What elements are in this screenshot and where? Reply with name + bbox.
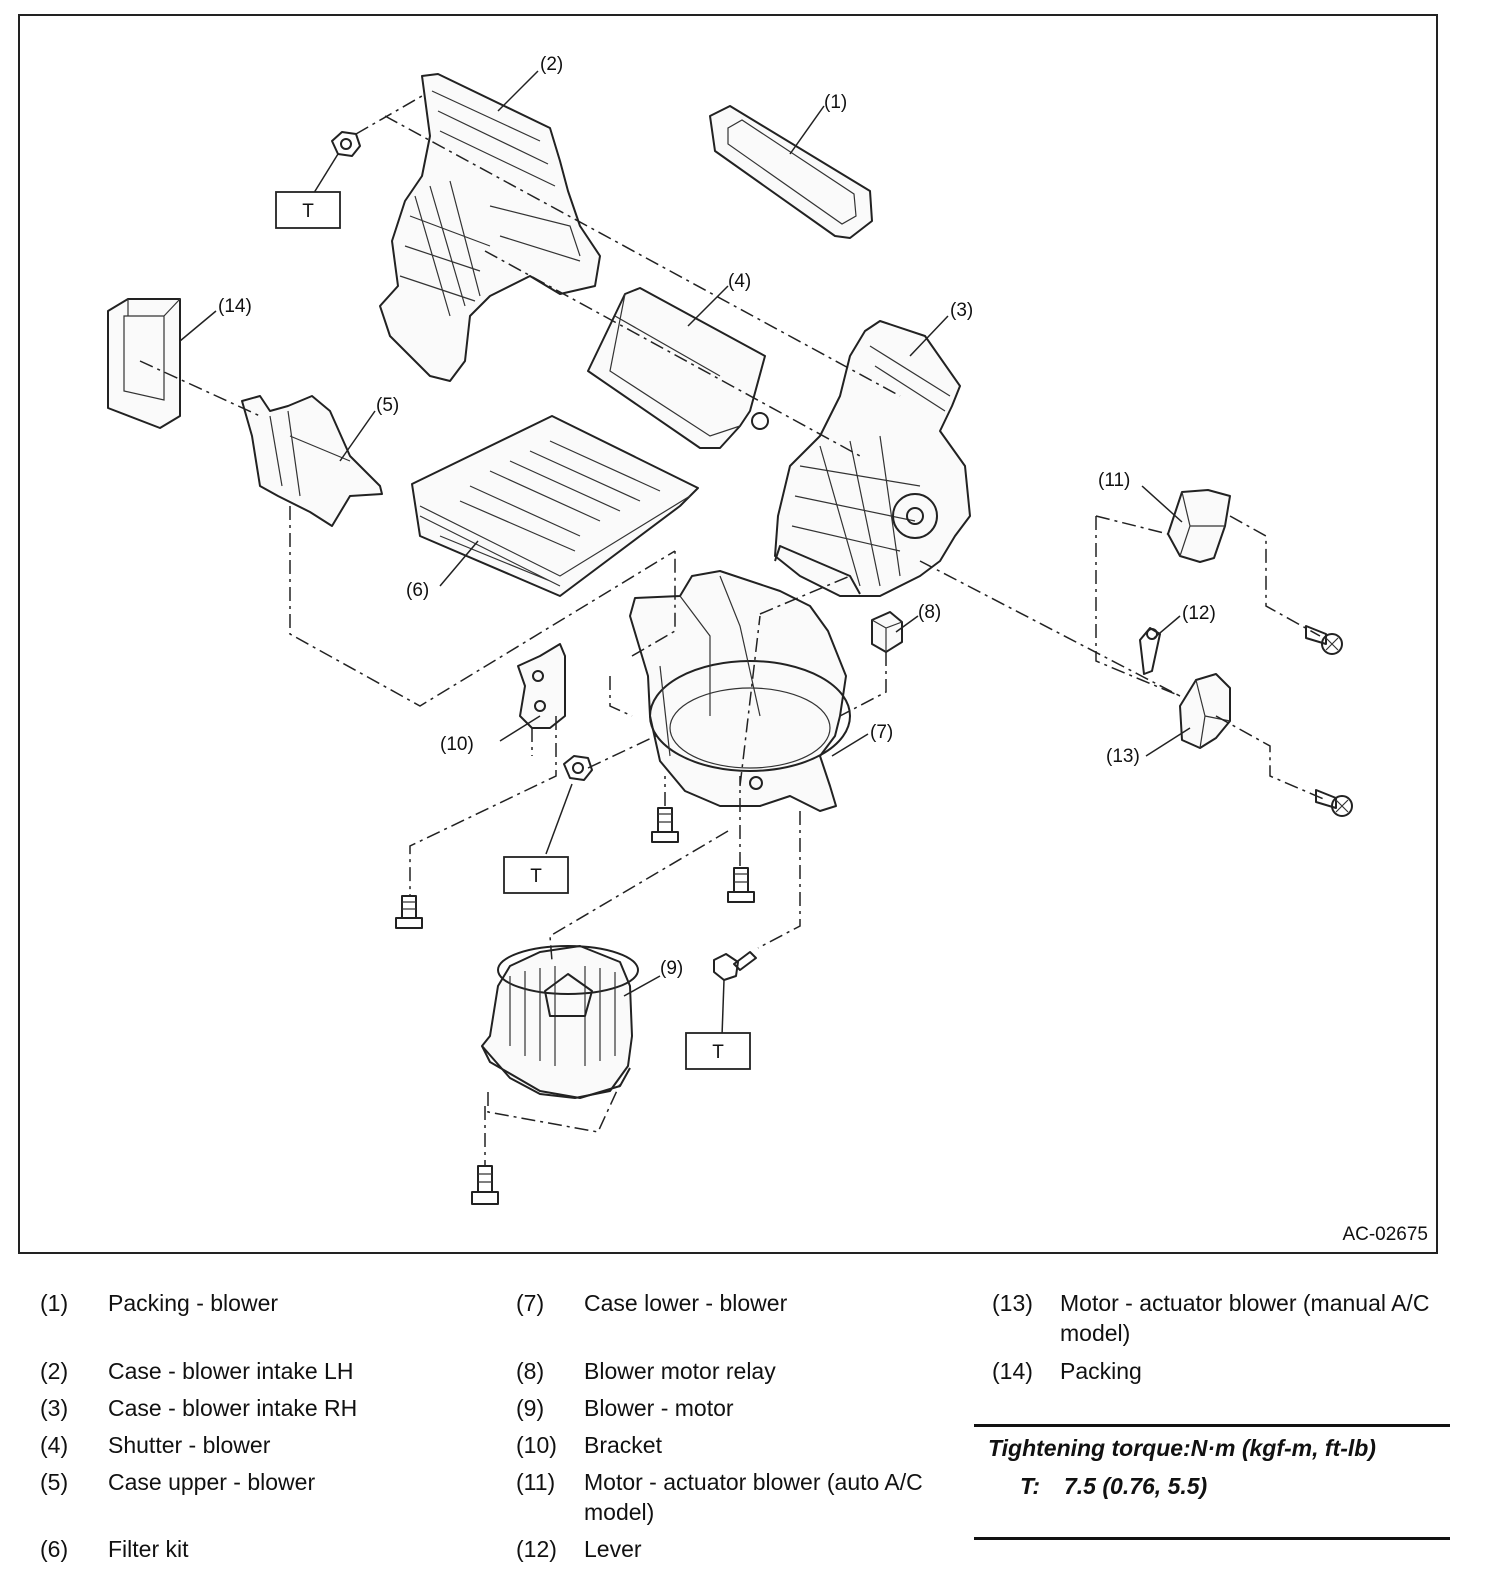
fastener-bolt-bottom (471, 1165, 499, 1205)
fastener-bolt-center-right (727, 867, 755, 903)
part-filter-kit (411, 415, 699, 597)
leader-lines (179, 70, 1191, 1037)
fastener-screw-right-lower (1315, 789, 1353, 817)
diagram-drawing: T T T (1) (2) (3) (4) (5) (6) (7) (8) (9… (107, 54, 1353, 1205)
torque-spec-value: T: 7.5 (0.76, 5.5) (1020, 1473, 1207, 1500)
part-case-intake-rh (774, 320, 971, 597)
callout-2: (2) (540, 54, 563, 75)
callout-11: (11) (1098, 470, 1130, 491)
callout-10: (10) (440, 734, 474, 755)
part-actuator-auto (1167, 489, 1231, 563)
assembly-lines (139, 95, 1327, 1166)
fastener-bolt-motor (713, 951, 757, 981)
torque-spec-title: Tightening torque:N·m (kgf-m, ft-lb) (988, 1435, 1376, 1461)
callout-6: (6) (406, 580, 429, 601)
torque-spec-box: Tightening torque:N·m (kgf-m, ft-lb) T: 7… (974, 1424, 1450, 1540)
torque-mark: T (712, 1042, 724, 1063)
part-actuator-manual (1179, 673, 1231, 749)
torque-value: 7.5 (0.76, 5.5) (1064, 1473, 1208, 1499)
torque-mark: T (530, 866, 542, 887)
fastener-bolt-left (395, 895, 423, 929)
fastener-nut-top (331, 131, 361, 157)
fastener-bolt-center (651, 807, 679, 843)
part-case-lower-blower (629, 570, 851, 812)
callout-9: (9) (660, 958, 683, 979)
callout-3: (3) (950, 300, 973, 321)
part-blower-motor (481, 945, 639, 1099)
part-shutter-blower (587, 287, 769, 449)
exploded-diagram: T T T (1) (2) (3) (4) (5) (6) (7) (8) (9… (18, 14, 1438, 1254)
torque-symbol: T: (1020, 1473, 1041, 1499)
part-blower-motor-relay (871, 611, 903, 653)
torque-mark: T (302, 201, 314, 222)
figure-id: AC-02675 (1342, 1224, 1428, 1245)
part-bracket (517, 643, 566, 729)
callout-4: (4) (728, 271, 751, 292)
fastener-nut-middle (563, 755, 593, 781)
fastener-screw-right-upper (1305, 625, 1343, 655)
parts-legend: (1)Packing - blower (2)Case - blower int… (40, 1288, 1460, 1568)
callout-5: (5) (376, 395, 399, 416)
part-case-intake-lh (379, 73, 601, 382)
callout-12: (12) (1182, 603, 1216, 624)
callout-13: (13) (1106, 746, 1140, 767)
callout-7: (7) (870, 722, 893, 743)
torque-mark-box-middle: T (503, 856, 569, 894)
part-case-upper-blower (241, 395, 383, 527)
callout-14: (14) (218, 296, 252, 317)
part-packing-blower (709, 105, 873, 239)
torque-mark-box-top: T (275, 191, 341, 229)
callout-1: (1) (824, 92, 847, 113)
torque-mark-box-bottom: T (685, 1032, 751, 1070)
part-lever (1139, 627, 1161, 675)
callout-8: (8) (918, 602, 941, 623)
